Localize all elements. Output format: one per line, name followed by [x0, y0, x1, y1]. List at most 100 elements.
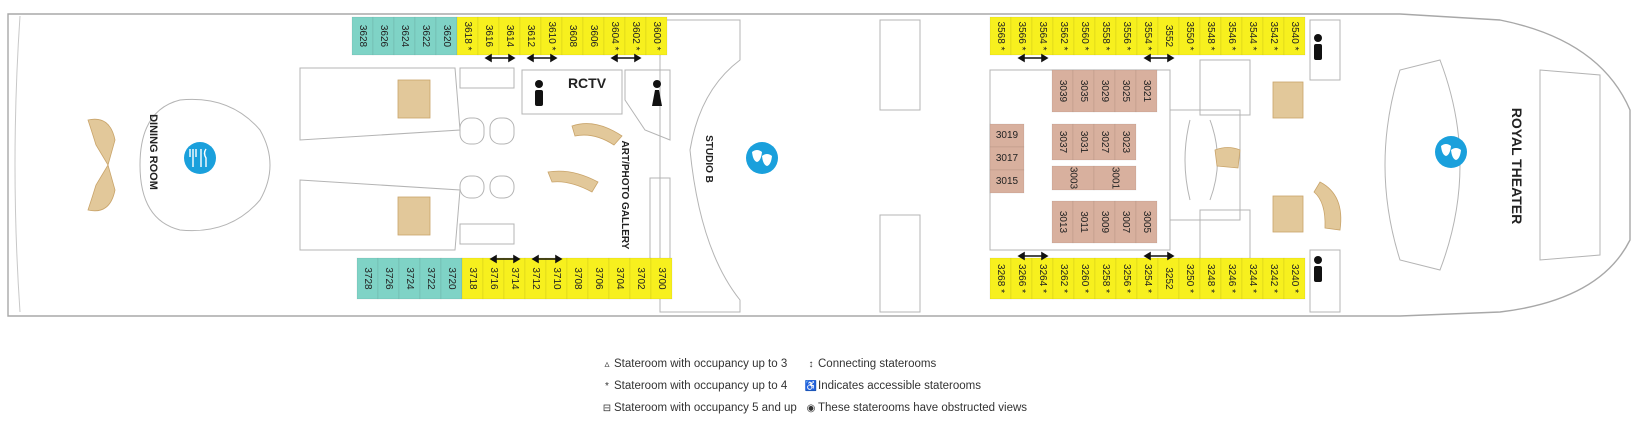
stateroom-number: 3009	[1099, 211, 1110, 234]
stateroom-number: 3558 *	[1100, 22, 1111, 51]
stateroom-number: 3540 *	[1289, 22, 1300, 51]
studio-b-label: STUDIO B	[703, 135, 714, 183]
stateroom-number: 3264 *	[1037, 264, 1048, 293]
stateroom-number: 3628	[357, 25, 368, 48]
stateroom-number: 3550 *	[1184, 22, 1195, 51]
connecting-icon: ↕	[808, 359, 814, 370]
stateroom-number: 3564 *	[1037, 22, 1048, 51]
stateroom-cell	[1283, 16, 1306, 56]
stateroom-number: 3728	[362, 267, 373, 290]
stateroom-number: 3037	[1057, 131, 1068, 154]
stateroom-number: 3011	[1078, 211, 1089, 233]
restroom-icon	[535, 34, 1322, 282]
stateroom-cell	[1051, 165, 1095, 191]
legend-connecting: ↕Connecting staterooms	[804, 358, 937, 370]
stateroom-number: 3242 *	[1268, 264, 1279, 293]
stateroom-number: 3552	[1163, 25, 1174, 48]
royal-theater-label: ROYAL THEATER	[1509, 108, 1525, 224]
stateroom-number: 3568 *	[995, 22, 1006, 51]
stateroom-number: 3248 *	[1205, 264, 1216, 293]
stateroom-number: 3262 *	[1058, 264, 1069, 293]
legend-obstructed: ◉These staterooms have obstructed views	[804, 402, 1027, 414]
stateroom-number: 3027	[1099, 131, 1110, 154]
stateroom-number: 3029	[1099, 80, 1110, 103]
stateroom-cell	[1135, 200, 1158, 244]
stateroom-number: 3606	[588, 25, 599, 48]
stateroom-number: 3624	[399, 25, 410, 48]
stateroom-number: 3704	[614, 267, 625, 290]
stateroom-cell	[1135, 69, 1158, 113]
stateroom-number: 3560 *	[1079, 22, 1090, 51]
stateroom-number: 3244 *	[1247, 264, 1258, 293]
stateroom-number: 3622	[420, 25, 431, 48]
stateroom-number: 3548 *	[1205, 22, 1216, 51]
stateroom-number: 3001	[1110, 167, 1121, 190]
connecting-arrows	[484, 53, 1175, 264]
stateroom-number: 3610 *	[546, 22, 557, 51]
stateroom-number: 3616	[483, 25, 494, 48]
stateroom-number: 3720	[446, 267, 457, 290]
stateroom-number: 3600 *	[651, 22, 662, 51]
stateroom-number: 3566 *	[1016, 22, 1027, 51]
stateroom-number: 3258 *	[1100, 264, 1111, 293]
stateroom-number: 3608	[567, 25, 578, 48]
stateroom-number: 3246 *	[1226, 264, 1237, 293]
stateroom-number: 3556 *	[1121, 22, 1132, 51]
stateroom-number: 3003	[1068, 167, 1079, 190]
triangle-icon: ▵	[604, 359, 610, 370]
stateroom-number: 3562 *	[1058, 22, 1069, 51]
stateroom-number: 3017	[996, 153, 1019, 164]
stateroom-cell	[989, 169, 1025, 194]
dining-icon	[184, 142, 216, 174]
legend-occ3: ▵Stateroom with occupancy up to 3	[600, 358, 787, 370]
stairs	[87, 79, 1342, 236]
stateroom-number: 3015	[996, 176, 1019, 187]
stateroom-number: 3700	[656, 267, 667, 290]
stateroom-number: 3614	[504, 25, 515, 48]
stateroom-number: 3252	[1163, 267, 1174, 290]
stateroom-number: 3256 *	[1121, 264, 1132, 293]
stateroom-number: 3546 *	[1226, 22, 1237, 51]
stateroom-cell	[1283, 257, 1306, 300]
dining-room-label: DINING ROOM	[147, 114, 159, 190]
stateroom-number: 3007	[1120, 211, 1131, 234]
stateroom-number: 3005	[1141, 211, 1152, 234]
stateroom-number: 3604 *	[609, 22, 620, 51]
stateroom-number: 3626	[378, 25, 389, 48]
stateroom-number: 3602 *	[630, 22, 641, 51]
stateroom-cell	[650, 257, 673, 300]
ship-hull	[7, 13, 1631, 317]
obstructed-view-icon: ◉	[806, 403, 816, 414]
hull-inner-line	[14, 15, 21, 313]
stateroom-number: 3554 *	[1142, 22, 1153, 51]
stateroom-number: 3724	[404, 267, 415, 290]
stateroom-number: 3268 *	[995, 264, 1006, 293]
stateroom-number: 3250 *	[1184, 264, 1195, 293]
stateroom-number: 3039	[1057, 80, 1068, 103]
stateroom-number: 3710	[551, 267, 562, 290]
stateroom-number: 3620	[441, 25, 452, 48]
stateroom-number: 3708	[572, 267, 583, 290]
stateroom-number: 3714	[509, 267, 520, 290]
stateroom-number: 3035	[1078, 80, 1089, 103]
stateroom-number: 3260 *	[1079, 264, 1090, 293]
stateroom-number: 3240 *	[1289, 264, 1300, 293]
asterisk-icon: *	[605, 381, 609, 392]
stateroom-number: 3019	[996, 130, 1019, 141]
stateroom-number: 3025	[1120, 80, 1131, 103]
stateroom-number: 3726	[383, 267, 394, 290]
stateroom-number: 3712	[530, 267, 541, 290]
stateroom-number: 3021	[1141, 80, 1152, 103]
stateroom-cell	[1093, 165, 1137, 191]
stateroom-number: 3254 *	[1142, 264, 1153, 293]
stateroom-number: 3702	[635, 267, 646, 290]
legend-occ4: *Stateroom with occupancy up to 4	[600, 380, 787, 392]
legend-accessible: ♿Indicates accessible staterooms	[804, 380, 981, 392]
stateroom-number: 3718	[467, 267, 478, 290]
art-gallery-label: ART/PHOTO GALLERY	[619, 141, 630, 250]
stateroom-number: 3023	[1120, 131, 1131, 154]
wheelchair-icon: ♿	[804, 381, 818, 392]
stateroom-cell	[645, 16, 668, 56]
bed-box-icon: ⊟	[602, 403, 612, 414]
